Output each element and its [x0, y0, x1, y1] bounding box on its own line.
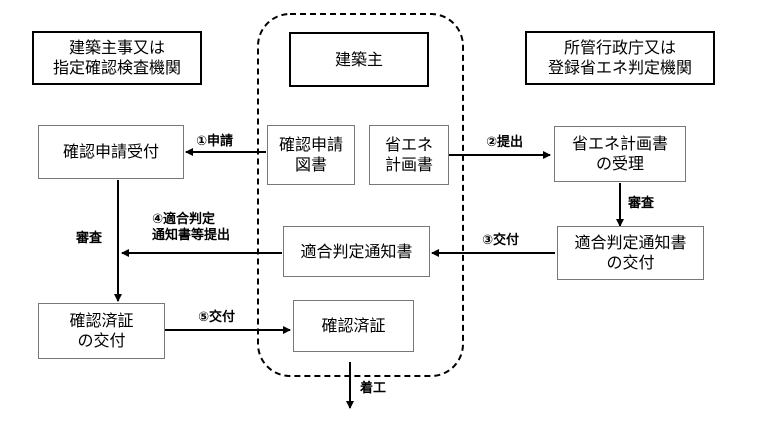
kakunin-shinsei-tosho-box: 確認申請 図書 — [267, 125, 355, 185]
left-party-title-line2: 指定確認検査機関 — [52, 58, 181, 77]
shoene-keikakusho-line1: 省エネ — [384, 135, 433, 154]
applicant-dashed-frame — [257, 13, 464, 377]
shoene-keikakusho-line2: 計画書 — [384, 155, 433, 174]
shinsa-left-label: 審査 — [76, 231, 103, 246]
shoene-keikakusho-box: 省エネ 計画書 — [369, 125, 449, 185]
step4-label: ④適合判定 通知書等提出 — [152, 212, 230, 244]
center-party-title: 建築主 — [289, 32, 429, 87]
kakunin-shinsei-tosho-line2: 図書 — [294, 155, 327, 174]
tekigou-tsuchisho-kofu-box: 適合判定通知書 の交付 — [557, 226, 704, 280]
tekigou-tsuchisho-kofu-line2: の交付 — [606, 253, 655, 272]
tekigou-tsuchisho-center-box: 適合判定通知書 — [283, 226, 430, 277]
kakunin-zumisho-kofu-line2: の交付 — [77, 331, 126, 350]
right-party-title-line2: 登録省エネ判定機関 — [547, 58, 692, 77]
left-party-title-line1: 建築主事又は — [68, 38, 165, 57]
step5-label: ⑤交付 — [198, 310, 236, 325]
step4-label-line2: 通知書等提出 — [152, 228, 231, 243]
right-party-title-line1: 所管行政庁又は — [563, 38, 676, 57]
keikakusho-juri-box: 省エネ計画書 の受理 — [554, 126, 686, 182]
kakunin-zumisho-kofu-line1: 確認済証 — [69, 311, 134, 330]
step3-label: ③交付 — [482, 233, 520, 248]
step2-label: ②提出 — [486, 135, 524, 150]
shinsa-right-label: 審査 — [628, 196, 655, 211]
kakunin-uketsuke-box: 確認申請受付 — [38, 125, 184, 179]
kakunin-shinsei-tosho-line1: 確認申請 — [278, 135, 343, 154]
kakunin-zumisho-text: 確認済証 — [321, 316, 386, 335]
kakunin-uketsuke-text: 確認申請受付 — [62, 142, 159, 161]
step4-label-line1: ④適合判定 — [152, 212, 216, 227]
kakunin-zumisho-box: 確認済証 — [293, 300, 414, 352]
tekigou-tsuchisho-kofu-line1: 適合判定通知書 — [574, 233, 687, 252]
keikakusho-juri-line1: 省エネ計画書 — [571, 134, 668, 153]
keikakusho-juri-line2: の受理 — [595, 154, 644, 173]
chakko-label: 着工 — [360, 381, 387, 396]
kakunin-zumisho-kofu-box: 確認済証 の交付 — [38, 303, 165, 359]
right-party-title: 所管行政庁又は 登録省エネ判定機関 — [525, 31, 715, 85]
tekigou-tsuchisho-center-text: 適合判定通知書 — [300, 241, 413, 261]
center-party-title-text: 建築主 — [334, 49, 383, 69]
left-party-title: 建築主事又は 指定確認検査機関 — [32, 31, 202, 85]
step1-label: ①申請 — [196, 134, 234, 149]
